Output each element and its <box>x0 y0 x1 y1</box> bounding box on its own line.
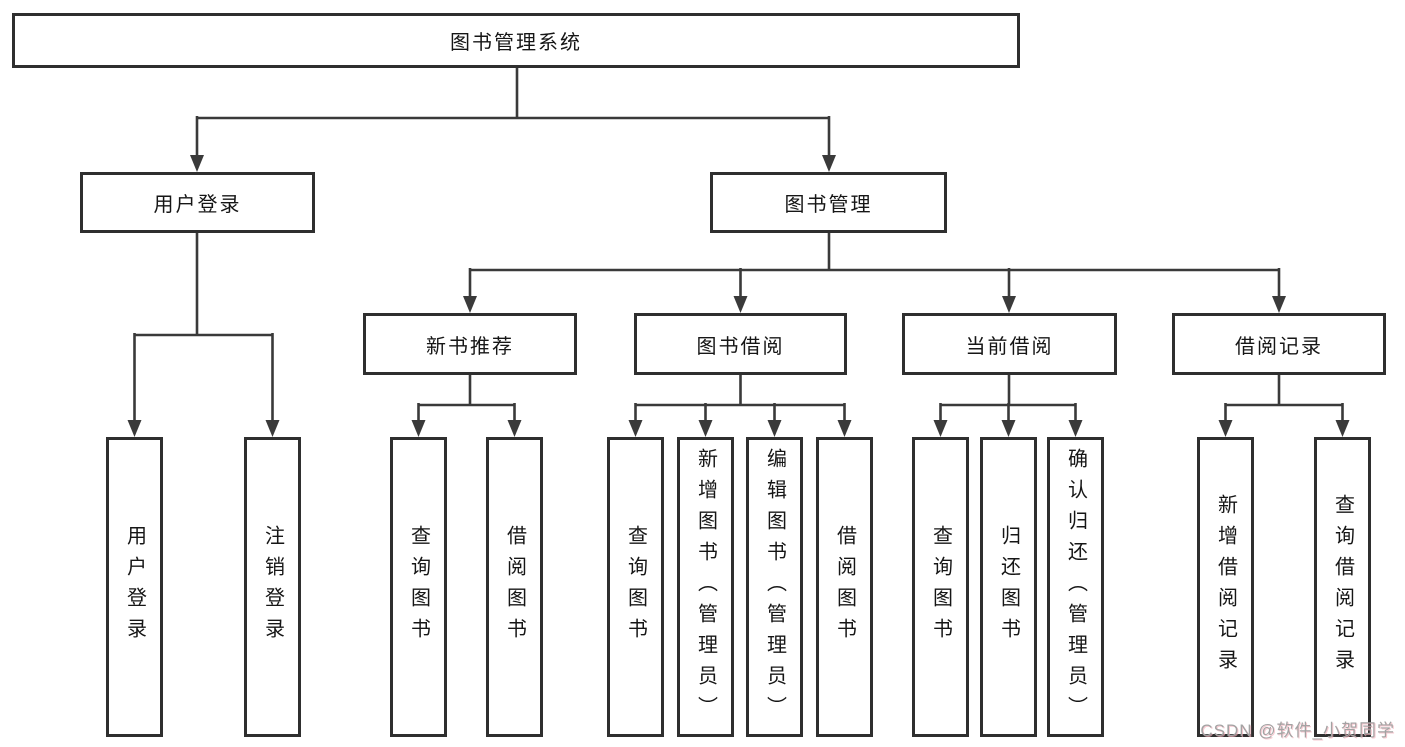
leaf-confirm-return-admin: 确认归还（管理员） <box>1047 437 1104 737</box>
leaf-edit-books-admin: 编辑图书（管理员） <box>746 437 803 737</box>
leaf-query-books: 查询图书 <box>390 437 447 737</box>
leaf-add-books-admin: 新增图书（管理员） <box>677 437 734 737</box>
node-book-borrowing: 图书借阅 <box>634 313 847 375</box>
leaf-return-books: 归还图书 <box>980 437 1037 737</box>
leaf-query-books-3: 查询图书 <box>912 437 969 737</box>
leaf-query-books-2: 查询图书 <box>607 437 664 737</box>
node-borrowing-records: 借阅记录 <box>1172 313 1386 375</box>
node-new-book-recommend: 新书推荐 <box>363 313 577 375</box>
node-user-login: 用户登录 <box>80 172 315 233</box>
leaf-query-borrow-record: 查询借阅记录 <box>1314 437 1371 737</box>
node-current-borrowing: 当前借阅 <box>902 313 1117 375</box>
leaf-add-borrow-record: 新增借阅记录 <box>1197 437 1254 737</box>
node-library-management-system: 图书管理系统 <box>12 13 1020 68</box>
leaf-logout: 注销登录 <box>244 437 301 737</box>
leaf-borrow-books: 借阅图书 <box>486 437 543 737</box>
leaf-borrow-books-2: 借阅图书 <box>816 437 873 737</box>
leaf-user-login: 用户登录 <box>106 437 163 737</box>
node-book-management: 图书管理 <box>710 172 947 233</box>
csdn-watermark: CSDN @软件_小贺同学 <box>1200 721 1395 740</box>
